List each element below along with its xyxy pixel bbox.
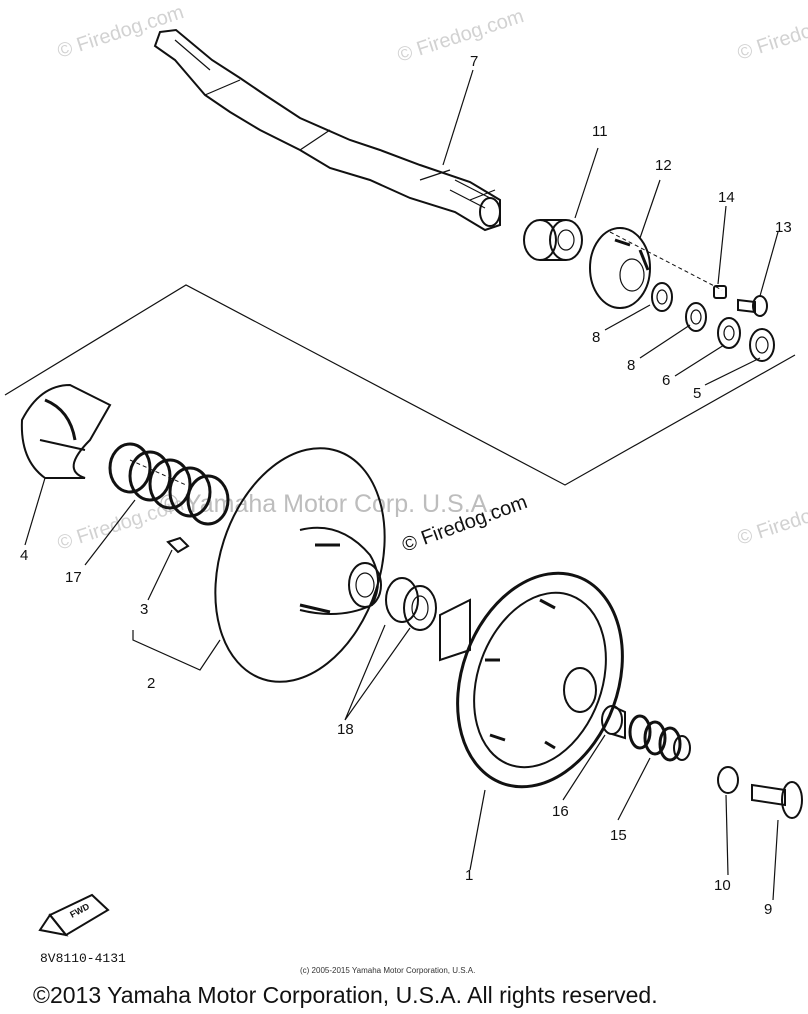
part-15-spring <box>628 714 691 762</box>
callout-17: 17 <box>65 569 82 586</box>
watermark-firedog-top-center: © Firedog.com <box>395 5 527 67</box>
watermark-firedog-top-right: © Firedog.com <box>735 3 808 65</box>
callout-5: 5 <box>693 385 701 402</box>
part-17-spring <box>108 442 230 526</box>
callout-7: 7 <box>470 53 478 70</box>
part-18-spacer-pair <box>385 577 437 631</box>
callout-1: 1 <box>465 867 473 884</box>
part-9-bolt <box>751 781 803 819</box>
callout-numbers: 7 11 12 14 13 8 8 6 5 4 17 3 2 18 1 16 1… <box>20 53 792 918</box>
part-5-washer <box>749 328 775 362</box>
callout-18: 18 <box>337 721 354 738</box>
part-12-plate <box>589 227 651 309</box>
callout-12: 12 <box>655 157 672 174</box>
watermark-firedog-mid-right: © Firedog.com <box>735 488 808 550</box>
assembly-guide-lines <box>4 231 796 486</box>
part-8-washer-b <box>685 302 707 332</box>
part-3-weight <box>166 536 190 554</box>
callout-16: 16 <box>552 803 569 820</box>
fwd-direction-badge: FWD <box>38 893 110 937</box>
callout-8-a: 8 <box>592 329 600 346</box>
callout-13: 13 <box>775 219 792 236</box>
credit-line: (c) 2005-2015 Yamaha Motor Corporation, … <box>300 966 475 975</box>
part-11-bearing <box>523 219 583 261</box>
callout-2: 2 <box>147 675 155 692</box>
callout-3: 3 <box>140 601 148 618</box>
part-6-lock-washer <box>717 317 741 349</box>
callout-11: 11 <box>592 123 608 140</box>
watermark-yamaha-center: © Yamaha Motor Corp. U.S.A. <box>160 490 494 518</box>
washers-group <box>651 282 775 362</box>
callout-8-b: 8 <box>627 357 635 374</box>
callout-4: 4 <box>20 547 28 564</box>
part-14-nut <box>713 285 727 299</box>
part-2-movable-sheave <box>214 447 386 683</box>
watermark-layer: © Firedog.com © Firedog.com © Firedog.co… <box>55 1 808 556</box>
part-4-cam <box>20 383 112 479</box>
callout-9: 9 <box>764 901 772 918</box>
part-16-bushing <box>601 705 626 740</box>
copyright-footer: ©2013 Yamaha Motor Corporation, U.S.A. A… <box>33 982 658 1008</box>
callout-10: 10 <box>714 877 731 894</box>
part-13-bolt <box>737 295 768 317</box>
callout-15: 15 <box>610 827 627 844</box>
part-7-shaft <box>153 28 501 232</box>
part-1-fixed-sheave <box>439 571 624 789</box>
part-8-washer-a <box>651 282 673 312</box>
callout-6: 6 <box>662 372 670 389</box>
diagram-code: 8V8110-4131 <box>40 951 126 966</box>
callout-14: 14 <box>718 189 735 206</box>
part-10-washer <box>717 766 739 794</box>
leader-lines <box>24 69 779 901</box>
